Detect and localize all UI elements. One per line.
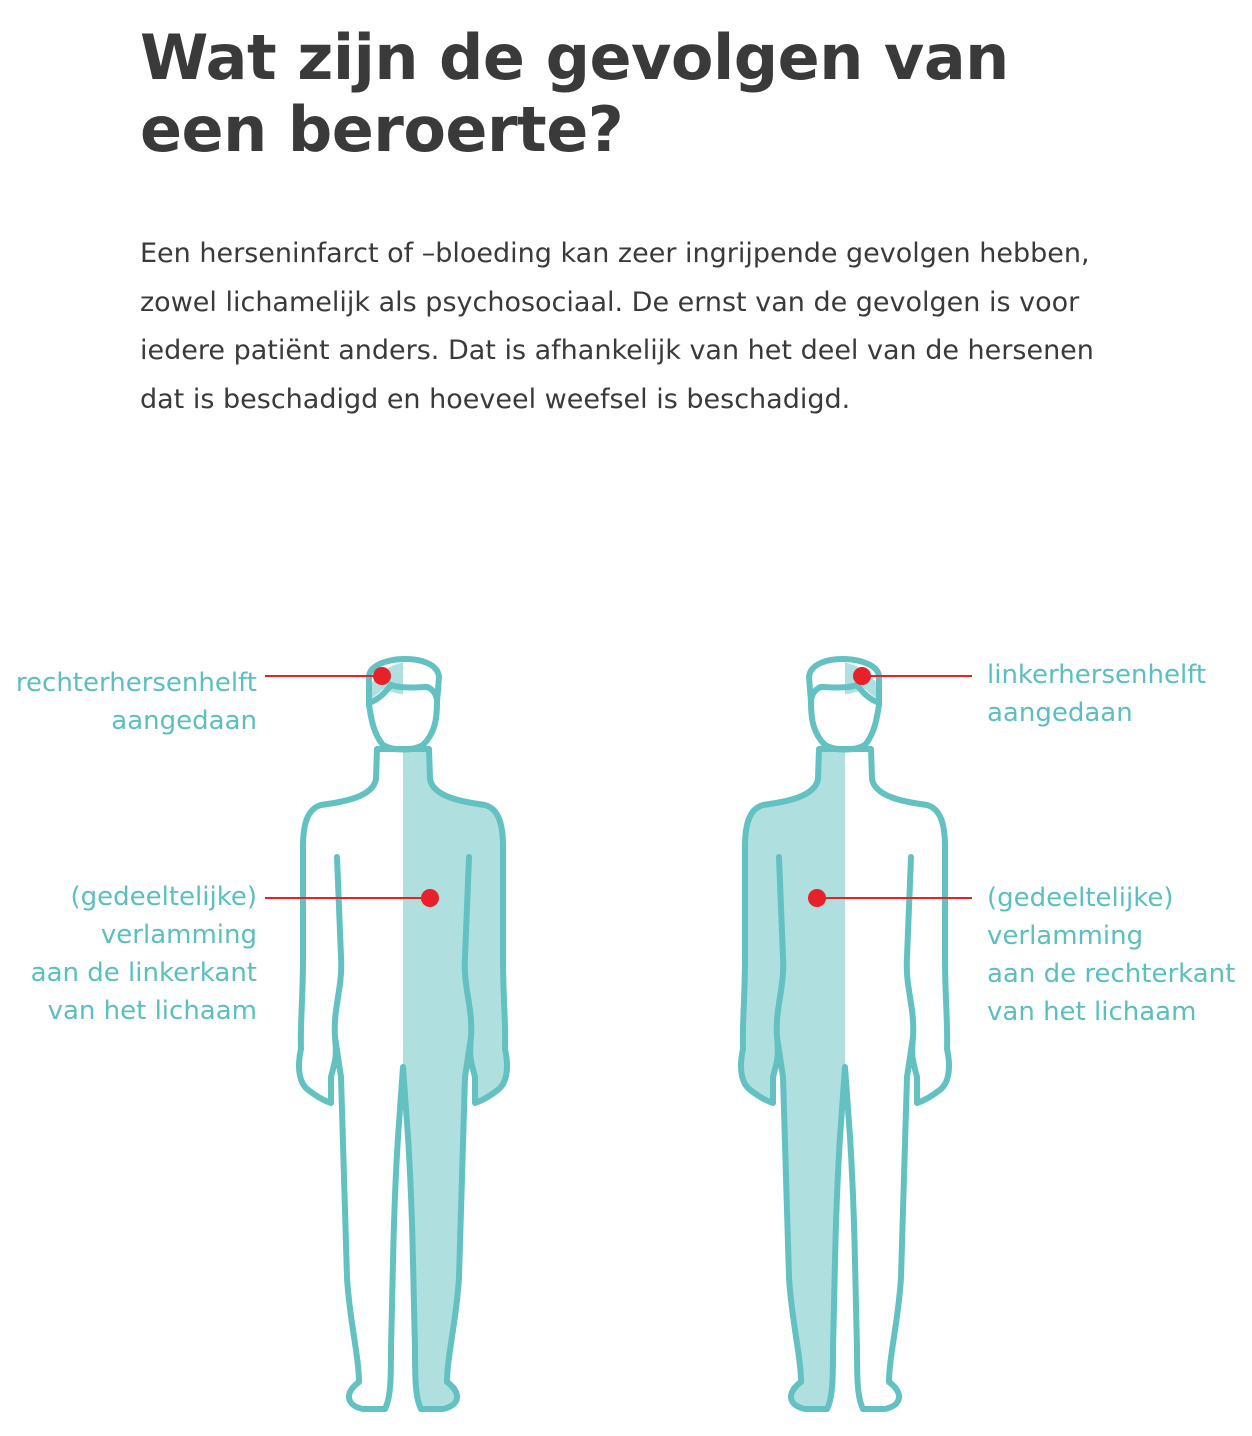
figure-left-body xyxy=(299,659,507,1409)
label-left-hemisphere-affected: linkerhersenhelft aangedaan xyxy=(987,660,1207,728)
figure-right-body xyxy=(741,659,949,1409)
label-left-side-paralysis: (gedeeltelijke) verlamming aan de linker… xyxy=(30,882,257,1026)
marker-left-brain xyxy=(265,667,391,685)
page-title: Wat zijn de gevolgen van een beroerte? xyxy=(140,21,1009,166)
intro-paragraph: Een herseninfarct of –bloeding kan zeer … xyxy=(140,238,1094,415)
marker-right-brain xyxy=(853,667,972,685)
marker-right-body xyxy=(808,889,972,907)
label-right-hemisphere-affected: rechterhersenhelft aangedaan xyxy=(15,668,257,736)
label-right-side-paralysis: (gedeeltelijke) verlamming aan de rechte… xyxy=(987,883,1236,1027)
marker-left-body xyxy=(265,889,439,907)
